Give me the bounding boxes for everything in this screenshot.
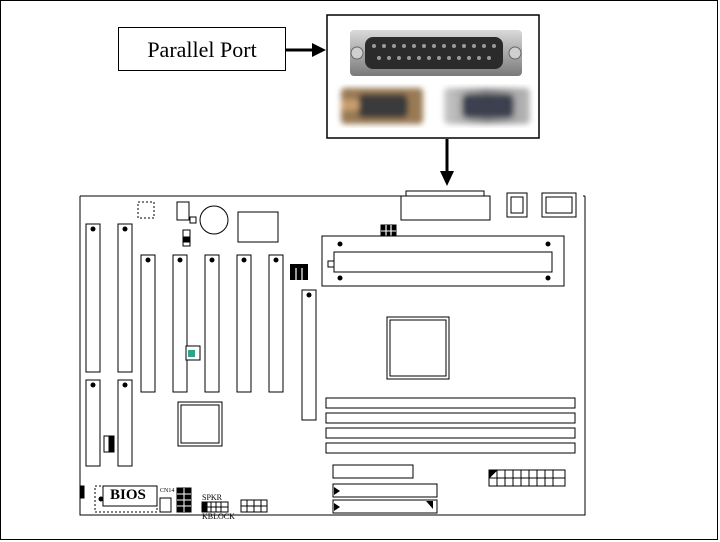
cpu-slot-holes	[337, 241, 551, 281]
db9-connector-photo-right	[444, 88, 530, 124]
parallel-port-label: Parallel Port	[147, 37, 257, 62]
pin-header-right	[290, 264, 308, 280]
db9-connector-photo-left	[341, 88, 423, 124]
top-components	[137, 201, 397, 247]
arrow-down-icon	[440, 139, 454, 186]
arrow-right-icon	[286, 43, 326, 57]
jumper-small	[103, 435, 115, 453]
spkr-label: SPKR	[202, 493, 223, 502]
bottom-left-components	[79, 485, 192, 513]
power-header	[488, 469, 566, 487]
ide-pin1-markers	[334, 487, 433, 511]
ide-connectors	[332, 464, 438, 514]
bios-label: BIOS	[110, 487, 146, 503]
motherboard-outline	[79, 195, 586, 516]
chipset-lower	[177, 401, 223, 447]
db25-connector-photo	[350, 30, 522, 76]
cn14-label: CN14	[160, 488, 175, 494]
back-panel-connectors	[400, 190, 577, 221]
expansion-slots	[85, 223, 317, 467]
jumper-accent	[185, 345, 201, 361]
dimm-slots	[325, 397, 576, 454]
cpu-slot	[321, 235, 565, 287]
kblock-label: KBLOCK	[202, 512, 235, 521]
northbridge-chip	[386, 316, 450, 380]
front-panel-header	[201, 499, 268, 513]
parallel-port-label-box: Parallel Port	[118, 27, 286, 71]
slot-mounting-holes	[90, 226, 312, 388]
